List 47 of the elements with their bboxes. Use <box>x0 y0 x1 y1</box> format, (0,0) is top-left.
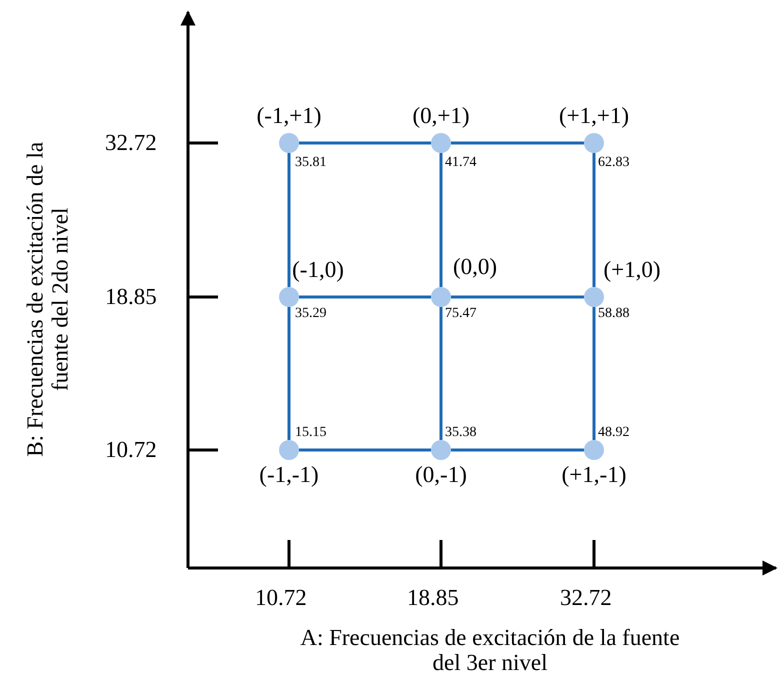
response-value: 35.29 <box>295 306 326 322</box>
coordinate-label: (+1,+1) <box>559 103 629 128</box>
grid-line <box>299 296 431 298</box>
design-point <box>431 287 451 307</box>
coordinate-label: (-1,0) <box>292 257 344 282</box>
coordinate-label: (0,0) <box>452 254 498 280</box>
response-value: 35.38 <box>445 425 476 440</box>
grid-line <box>288 153 290 287</box>
axis-title: B: Frecuencias de excitación de la fuente del 2do nivel <box>22 140 74 459</box>
grid-line <box>299 448 431 452</box>
grid-line <box>440 307 442 440</box>
response-value: 58.88 <box>598 306 630 322</box>
grid-line <box>592 153 596 287</box>
grid-line <box>288 307 290 440</box>
design-point <box>279 440 299 460</box>
design-point <box>279 287 299 307</box>
response-value: 15.15 <box>295 425 326 440</box>
response-value: 35.81 <box>295 155 326 170</box>
coordinate-label: (+1,0) <box>603 257 661 282</box>
response-value: 41.74 <box>445 155 476 170</box>
design-point <box>431 440 451 460</box>
grid-line <box>299 142 431 144</box>
axis-tick-label: 10.72 <box>105 437 157 462</box>
coordinate-label: (0,+1) <box>412 103 470 128</box>
design-point <box>584 440 604 460</box>
grid-line <box>592 307 596 440</box>
design-point <box>584 133 604 153</box>
grid-line <box>451 142 584 144</box>
axis-tick-label: 32.72 <box>105 130 157 156</box>
axis-tick-label: 32.72 <box>560 585 612 610</box>
axis-title: A: Frecuencias de excitación de la fuente del 3er nivel <box>300 625 680 676</box>
response-value: 62.83 <box>598 155 630 170</box>
response-value: 48.92 <box>598 425 630 440</box>
design-point <box>584 287 604 307</box>
axis-tick-label: 18.85 <box>105 284 157 310</box>
grid-line <box>440 153 442 287</box>
grid-line <box>451 448 584 452</box>
coordinate-label: (-1,+1) <box>256 103 322 128</box>
response-value: 75.47 <box>445 306 476 322</box>
coordinate-label: (-1,-1) <box>259 462 319 488</box>
axis-tick-label: 10.72 <box>255 585 307 610</box>
grid-line <box>451 296 584 298</box>
coordinate-label: (0,-1) <box>415 462 467 488</box>
design-point <box>431 133 451 153</box>
design-point <box>279 133 299 153</box>
coordinate-label: (+1,-1) <box>562 462 626 488</box>
axis-tick-label: 18.85 <box>407 585 459 610</box>
